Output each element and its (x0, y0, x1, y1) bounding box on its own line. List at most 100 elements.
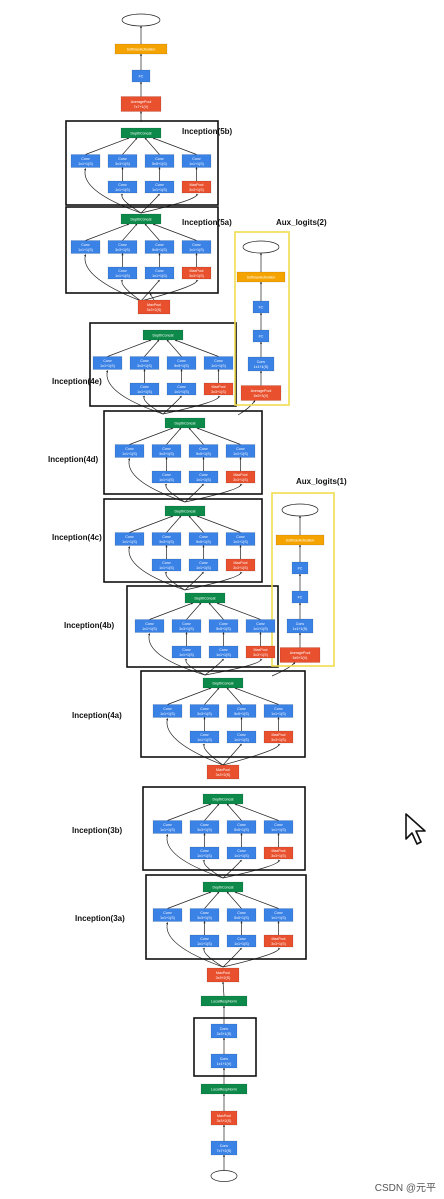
svg-text:Conv: Conv (220, 1027, 229, 1031)
inception-4e-frame (89, 322, 237, 407)
inception-3a-edge-in (222, 947, 281, 968)
svg-text:1x1+1(S): 1x1+1(S) (137, 390, 152, 394)
inception-3b-edge-out (226, 803, 242, 821)
label-inception-5a: Inception(5a) (182, 218, 232, 227)
label-inception-5b: Inception(5b) (182, 127, 233, 136)
inception-4c-frame (103, 498, 263, 583)
inception-3a-edge-in (166, 922, 224, 968)
aux1-fc-1: FC (291, 561, 309, 575)
svg-text:DepthConcat: DepthConcat (175, 421, 196, 425)
inception-4e-edge-out (166, 339, 182, 357)
svg-text:Conv: Conv (200, 707, 209, 711)
stem-frame (193, 1017, 257, 1077)
inception-4d-edge-out (129, 427, 174, 445)
label-inception-4e: Inception(4e) (52, 377, 102, 386)
svg-text:3x3+1(S): 3x3+1(S) (189, 188, 204, 192)
mouse-cursor-icon (404, 813, 428, 852)
inception-3b-edge-out (234, 803, 279, 821)
svg-text:3x3+2(S): 3x3+2(S) (216, 773, 231, 777)
aux2-softmax-activation: SoftmaxActivation (236, 271, 286, 283)
inception-3a-depthconcat: DepthConcat (202, 881, 244, 893)
svg-text:SoftmaxActivation: SoftmaxActivation (247, 275, 276, 279)
svg-text:Conv: Conv (118, 183, 127, 187)
svg-text:1x1+1(S): 1x1+1(S) (196, 478, 211, 482)
inception-4e-edge-in (142, 395, 164, 415)
inception-4d-edge-out (188, 427, 204, 445)
svg-text:5x5+1(S): 5x5+1(S) (152, 248, 167, 252)
svg-text:MaxPool: MaxPool (272, 937, 286, 941)
inception-5b-frame (65, 120, 219, 206)
svg-text:DepthConcat: DepthConcat (213, 797, 234, 801)
svg-text:FC: FC (139, 74, 144, 78)
inception-4d-depthconcat: DepthConcat (164, 417, 206, 429)
inception-5a-edge-out (122, 223, 138, 241)
svg-text:3x3+1(S): 3x3+1(S) (197, 916, 212, 920)
svg-text:Conv: Conv (163, 707, 172, 711)
svg-text:AveragePool: AveragePool (251, 389, 272, 393)
svg-text:Conv: Conv (118, 157, 127, 161)
inception-5b-edge-in (140, 193, 160, 214)
svg-text:Conv: Conv (236, 447, 245, 451)
svg-text:MaxPool: MaxPool (216, 971, 230, 975)
inception-4b-edge-out (149, 602, 194, 620)
svg-text:5x5+1(S): 5x5+1(S) (196, 452, 211, 456)
inception-3b-edge-in (202, 859, 224, 879)
svg-text:Conv: Conv (81, 157, 90, 161)
svg-text:Conv: Conv (199, 535, 208, 539)
svg-text:Conv: Conv (163, 823, 172, 827)
svg-text:Conv: Conv (237, 911, 246, 915)
svg-text:Conv: Conv (103, 359, 112, 363)
inception-4c-edge-in (164, 571, 186, 591)
inception-3a-frame (145, 874, 307, 960)
svg-text:5x5+1(S): 5x5+1(S) (234, 916, 249, 920)
svg-text:1x1+1(S): 1x1+1(S) (189, 248, 204, 252)
svg-text:1x1+1(S): 1x1+1(S) (115, 274, 130, 278)
inception-4a-edge-out (204, 687, 220, 705)
svg-text:1x1+1(S): 1x1+1(S) (78, 248, 93, 252)
svg-text:3x3+1(S): 3x3+1(S) (159, 540, 174, 544)
svg-text:7x7+2(S): 7x7+2(S) (217, 1149, 232, 1153)
inception-5b-edge-out (122, 137, 138, 155)
svg-text:1x1+1(S): 1x1+1(S) (100, 364, 115, 368)
svg-text:MaxPool: MaxPool (217, 1114, 231, 1118)
svg-text:3x3+1(S): 3x3+1(S) (271, 854, 286, 858)
svg-text:Conv: Conv (177, 359, 186, 363)
svg-text:Conv: Conv (192, 243, 201, 247)
inception-5a-depthconcat: DepthConcat (120, 213, 162, 225)
svg-text:1x1+1(S): 1x1+1(S) (159, 478, 174, 482)
inception-4b-edge-out (186, 602, 202, 620)
svg-text:1x1+1(S): 1x1+1(S) (122, 452, 137, 456)
svg-text:Conv: Conv (274, 911, 283, 915)
inception-3a-edge-out (167, 891, 212, 909)
svg-text:MaxPool: MaxPool (147, 303, 161, 307)
svg-text:Conv: Conv (155, 157, 164, 161)
inception-5a-edge-out (85, 223, 130, 241)
svg-text:1x1+1(S): 1x1+1(S) (197, 942, 212, 946)
inception-4a-edge-out (226, 687, 242, 705)
edge-pool (149, 293, 155, 301)
svg-text:Conv: Conv (237, 937, 246, 941)
svg-text:3x3+2(S): 3x3+2(S) (147, 308, 162, 312)
